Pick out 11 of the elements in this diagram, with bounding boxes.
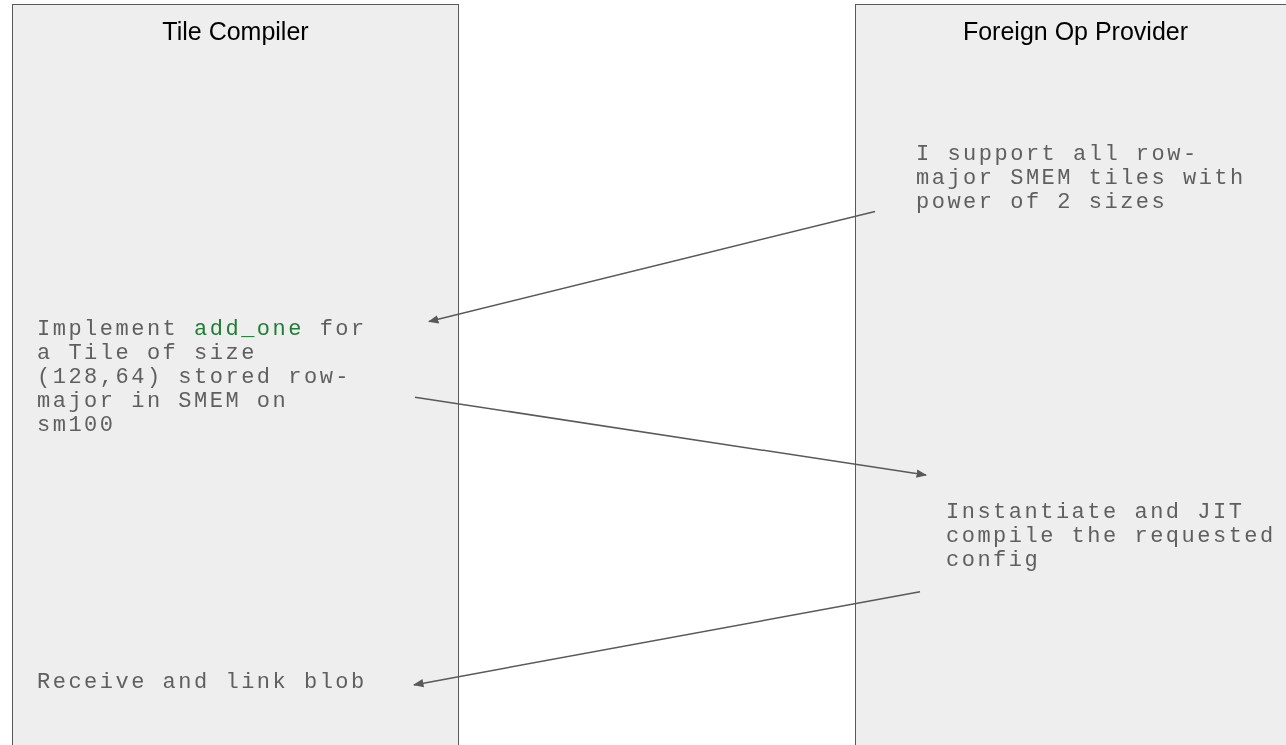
swimlane	[12, 4, 459, 745]
step-text: Receive and link blob	[37, 671, 373, 695]
lane-title: Tile Compiler	[161, 17, 310, 46]
arrow	[412, 590, 921, 688]
lane-title: Foreign Op Provider	[961, 17, 1190, 46]
step-text: Instantiate and JIT compile the requested config	[946, 501, 1282, 573]
arrow	[414, 396, 928, 478]
swimlane	[855, 4, 1286, 745]
step-text: Implement add_one for a Tile of size (128,64) stored row-major in SMEM on sm100	[37, 318, 373, 438]
step-text: I support all row-major SMEM tiles with power of 2 sizes	[916, 143, 1252, 215]
arrow	[428, 210, 876, 324]
